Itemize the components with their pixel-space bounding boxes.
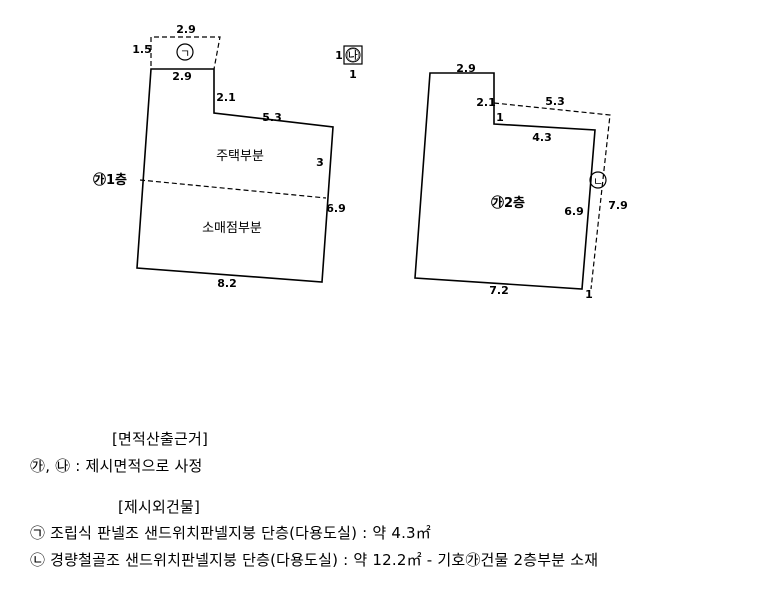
dim2-step: 2.1 (476, 96, 496, 109)
residential-part-label: 주택부분 (216, 149, 264, 164)
dim-annex-side: 1.5 (132, 43, 152, 56)
first-floor-divider (139, 179, 327, 199)
floor-plan-drawing: ㄱ 2.9 1.5 2.9 2.1 5.3 3 6.9 8.2 주택부분 소매점… (93, 23, 628, 301)
dim2-bottom: 7.2 (489, 284, 509, 297)
annex-a-outline (150, 36, 221, 70)
dim-right-upper: 3 (316, 156, 324, 169)
first-floor-outline (136, 68, 334, 283)
dim2-inner-step: 1 (496, 111, 504, 124)
dim-upper-right: 5.3 (262, 111, 282, 124)
annex-b-symbol-circle (345, 47, 361, 63)
dim-main-top: 2.9 (172, 70, 192, 83)
dim-annex-top: 2.9 (176, 23, 196, 36)
annex-b-dim-bottom: 1 (349, 68, 357, 81)
dim2-inner-top: 4.3 (532, 131, 552, 144)
first-floor-plan: ㄱ 2.9 1.5 2.9 2.1 5.3 3 6.9 8.2 주택부분 소매점… (93, 23, 346, 290)
second-floor-plan: ㄴ 2.9 2.1 5.3 1 4.3 6.9 7.9 7.2 1 ㉮2층 (414, 62, 628, 301)
annex-c-symbol-circle (589, 171, 607, 189)
annex-b-outline (343, 45, 363, 65)
annex-a-symbol-circle (176, 43, 194, 61)
annex-b-plan: ㉯ 1 1 (335, 45, 363, 81)
annex-c-outline (493, 102, 611, 290)
annex-a-symbol: ㄱ (180, 47, 190, 60)
annex-b-dim-side: 1 (335, 49, 343, 62)
dim-right-lower: 6.9 (326, 202, 346, 215)
dim2-top: 2.9 (456, 62, 476, 75)
dim2-right-inner: 6.9 (564, 205, 584, 218)
dim-bottom: 8.2 (217, 277, 237, 290)
dim-step: 2.1 (216, 91, 236, 104)
dim2-right-outer: 7.9 (608, 199, 628, 212)
second-floor-outline (414, 72, 596, 290)
second-floor-label: ㉮2층 (491, 195, 525, 211)
excluded-buildings-heading: [제시외건물] (118, 498, 201, 516)
dim2-upper-right: 5.3 (545, 95, 565, 108)
annex-c-symbol: ㄴ (593, 175, 603, 188)
excluded-item-b: ㉡ 경량철골조 샌드위치판넬지붕 단층(다용도실) : 약 12.2㎡ - 기호… (30, 551, 599, 569)
area-basis-line: ㉮, ㉯ : 제시면적으로 사정 (30, 457, 203, 475)
area-basis-heading: [면적산출근거] (112, 430, 209, 448)
dim2-corner: 1 (585, 288, 593, 301)
annex-b-symbol: ㉯ (346, 49, 359, 64)
retail-part-label: 소매점부분 (202, 221, 262, 236)
excluded-item-a: ㉠ 조립식 판넬조 샌드위치판넬지붕 단층(다용도실) : 약 4.3㎡ (30, 524, 431, 542)
first-floor-label: ㉮1층 (93, 172, 127, 188)
